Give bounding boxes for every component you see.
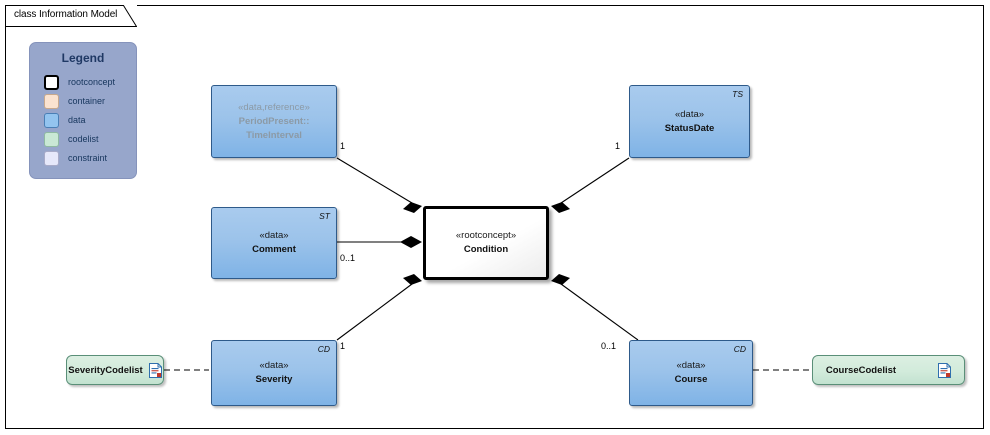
legend-item-codelist: codelist: [44, 131, 136, 148]
legend-title: Legend: [61, 51, 105, 65]
legend-item-rootconcept: rootconcept: [44, 74, 136, 91]
class-stereotype: «data»: [676, 360, 706, 371]
class-box-course-codelist[interactable]: CourseCodelist: [812, 355, 965, 385]
swatch-container-icon: [44, 94, 59, 109]
class-corner-tag-course: CD: [733, 344, 746, 354]
class-box-course-content: «data» Course: [630, 341, 752, 405]
multiplicity-severity: 1: [340, 341, 346, 351]
class-corner-tag-comment: ST: [319, 211, 330, 221]
legend-item-constraint: constraint: [44, 150, 136, 167]
link-severity[interactable]: [336, 283, 413, 341]
frame-tab-shape: [5, 5, 137, 27]
multiplicity-timeinterval: 1: [340, 141, 346, 151]
note-document-icon: [148, 362, 162, 378]
link-statusdate[interactable]: [560, 157, 630, 204]
class-box-statusdate[interactable]: TS «data» StatusDate: [629, 85, 750, 158]
link-course[interactable]: [560, 283, 639, 341]
legend-label-container: container: [68, 96, 106, 106]
class-box-severity-codelist-content: SeverityCodelist: [67, 356, 163, 384]
swatch-codelist-icon: [44, 132, 59, 147]
class-box-condition[interactable]: «rootconcept» Condition: [423, 206, 549, 280]
class-name-line2: TimeInterval: [246, 129, 302, 141]
composition-diamond-topright: [551, 202, 570, 213]
class-box-severity[interactable]: CD «data» Severity: [211, 340, 337, 406]
frame-tab-label: class Information Model: [14, 9, 118, 20]
legend: Legend rootconcept container data codeli…: [29, 42, 137, 179]
swatch-constraint-icon: [44, 151, 59, 166]
multiplicity-comment: 0..1: [340, 253, 356, 263]
composition-diamond-left: [400, 236, 422, 248]
class-box-severity-content: «data» Severity: [212, 341, 336, 405]
class-name-line1: PeriodPresent::: [238, 115, 310, 127]
class-box-condition-content: «rootconcept» Condition: [426, 209, 546, 277]
class-name: Course: [674, 374, 708, 385]
class-box-course[interactable]: CD «data» Course: [629, 340, 753, 406]
composition-diamond-bottomleft: [403, 274, 422, 285]
class-stereotype: «data»: [259, 230, 289, 241]
legend-label-data: data: [68, 115, 86, 125]
codelist-label-course: CourseCodelist: [825, 364, 897, 376]
legend-label-codelist: codelist: [68, 134, 99, 144]
diagram-frame: [5, 5, 984, 429]
class-stereotype: «rootconcept»: [455, 230, 517, 241]
class-name: Condition: [463, 244, 509, 255]
class-corner-tag-severity: CD: [317, 344, 330, 354]
class-box-statusdate-content: «data» StatusDate: [630, 86, 749, 157]
swatch-rootconcept-icon: [44, 75, 59, 90]
class-box-comment[interactable]: ST «data» Comment: [211, 207, 337, 279]
class-box-comment-content: «data» Comment: [212, 208, 336, 278]
class-box-timeinterval-content: «data,reference» PeriodPresent:: TimeInt…: [212, 86, 336, 157]
class-name: StatusDate: [664, 122, 715, 134]
composition-diamond-bottomright: [551, 274, 570, 285]
diagram-frame-tab: class Information Model: [5, 5, 137, 27]
legend-item-container: container: [44, 93, 136, 110]
link-timeinterval[interactable]: [336, 157, 413, 204]
legend-label-constraint: constraint: [68, 153, 108, 163]
class-box-severity-codelist[interactable]: SeverityCodelist: [66, 355, 164, 385]
legend-item-data: data: [44, 112, 136, 129]
note-document-icon: [938, 362, 952, 378]
class-name: Comment: [252, 244, 296, 255]
composition-diamond-topleft: [403, 202, 422, 213]
class-stereotype: «data»: [259, 360, 289, 371]
multiplicity-course: 0..1: [601, 341, 617, 351]
class-box-timeinterval[interactable]: «data,reference» PeriodPresent:: TimeInt…: [211, 85, 337, 158]
class-box-course-codelist-content: CourseCodelist: [813, 356, 964, 384]
codelist-label-severity: SeverityCodelist: [68, 364, 143, 376]
multiplicity-statusdate: 1: [615, 141, 621, 151]
legend-label-rootconcept: rootconcept: [68, 77, 116, 87]
class-corner-tag-statusdate: TS: [732, 89, 743, 99]
class-name: Severity: [255, 374, 293, 385]
class-stereotype: «data,reference»: [238, 101, 310, 113]
class-stereotype: «data»: [674, 108, 705, 120]
swatch-data-icon: [44, 113, 59, 128]
